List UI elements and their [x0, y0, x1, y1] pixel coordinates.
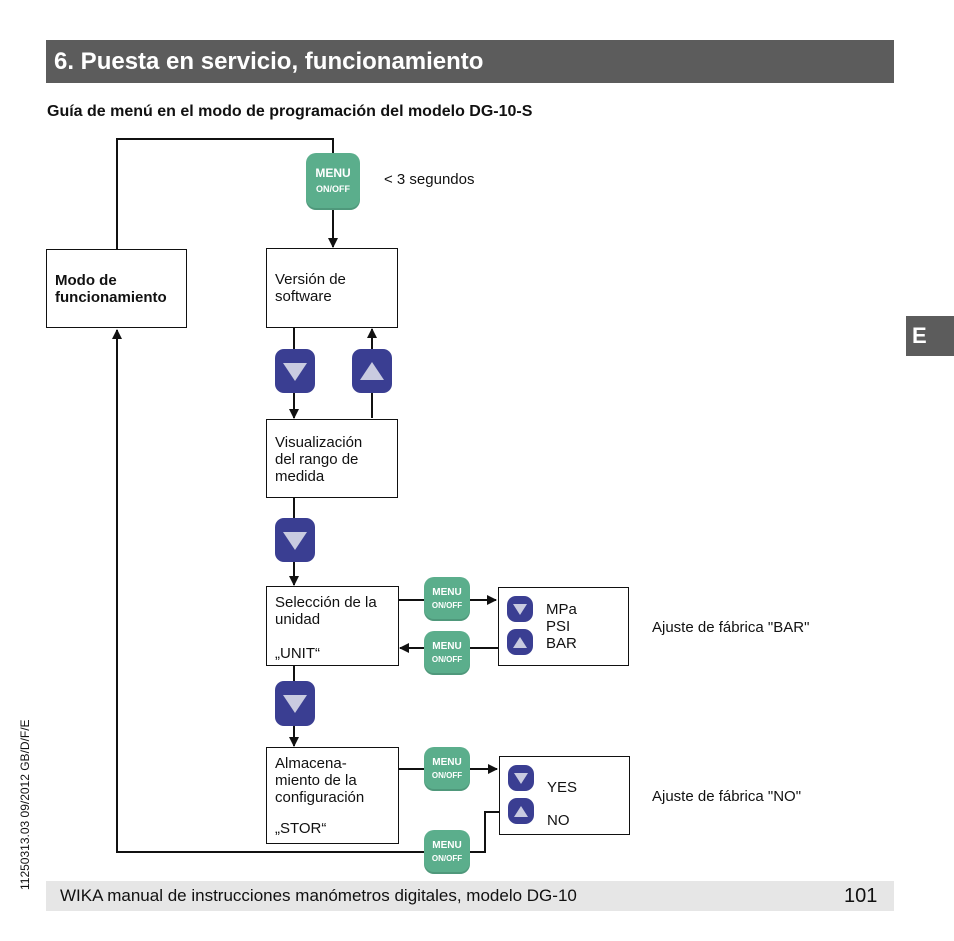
unit-box-line: Selección de la: [275, 594, 377, 611]
arrow-up-icon[interactable]: [352, 349, 392, 393]
page-subtitle: Guía de menú en el modo de programación …: [47, 103, 533, 120]
unit-option: BAR: [546, 635, 577, 652]
unit-box-line: „UNIT“: [275, 645, 320, 662]
onoff-label: ON/OFF: [431, 601, 463, 610]
unit-options-list: MPa PSI BAR: [546, 601, 577, 652]
software-box-line: software: [275, 288, 332, 305]
menu-onoff-button[interactable]: MENU ON/OFF: [424, 747, 470, 791]
store-options-box: YES NO: [499, 756, 630, 835]
menu-onoff-button[interactable]: MENU ON/OFF: [424, 631, 470, 675]
arrow-up-icon[interactable]: [507, 629, 533, 655]
store-box-line: Almacena-: [275, 755, 347, 772]
menu-label: MENU: [432, 757, 462, 768]
menu-label: MENU: [432, 641, 462, 652]
mode-box-line: Modo de: [55, 272, 117, 289]
onoff-label: ON/OFF: [316, 184, 350, 194]
range-box: Visualización del rango de medida: [266, 419, 398, 498]
store-box-line: miento de la: [275, 772, 357, 789]
mode-box-line: funcionamiento: [55, 289, 167, 306]
mode-box: Modo de funcionamiento: [46, 249, 187, 328]
arrow-down-icon[interactable]: [275, 681, 315, 726]
footer-text: WIKA manual de instrucciones manómetros …: [60, 886, 577, 905]
unit-options-box: MPa PSI BAR: [498, 587, 629, 666]
store-options-list: YES NO: [547, 771, 577, 837]
language-tab: E: [906, 316, 954, 356]
arrow-down-icon[interactable]: [275, 518, 315, 562]
store-option-yes: YES: [547, 779, 578, 796]
section-header: 6. Puesta en servicio, funcionamiento: [46, 40, 894, 83]
arrow-down-icon[interactable]: [275, 349, 315, 393]
store-option-no: NO: [547, 812, 570, 829]
store-box-line: „STOR“: [275, 820, 327, 837]
press-duration-note: < 3 segundos: [384, 171, 475, 188]
onoff-label: ON/OFF: [431, 655, 463, 664]
arrow-down-icon[interactable]: [508, 765, 534, 791]
arrow-down-icon[interactable]: [507, 596, 533, 622]
software-box-line: Versión de: [275, 271, 346, 288]
unit-option: PSI: [546, 618, 571, 635]
menu-onoff-button[interactable]: MENU ON/OFF: [306, 153, 360, 210]
document-code: 11250313.03 09/2012 GB/D/F/E: [18, 719, 32, 890]
menu-onoff-button[interactable]: MENU ON/OFF: [424, 577, 470, 621]
range-box-line: medida: [275, 468, 325, 485]
range-box-line: del rango de: [275, 451, 359, 468]
menu-label: MENU: [432, 587, 462, 598]
store-box: Almacena- miento de la configuración „ST…: [266, 747, 399, 844]
page-number: 101: [844, 885, 878, 907]
unit-option: MPa: [546, 601, 577, 618]
menu-label: MENU: [432, 840, 462, 851]
unit-box-line: unidad: [275, 611, 321, 628]
onoff-label: ON/OFF: [431, 771, 463, 780]
menu-onoff-button[interactable]: MENU ON/OFF: [424, 830, 470, 874]
range-box-line: Visualización: [275, 434, 363, 451]
factory-setting-unit: Ajuste de fábrica "BAR": [652, 619, 810, 636]
software-box: Versión de software: [266, 248, 398, 328]
factory-setting-store: Ajuste de fábrica "NO": [652, 788, 802, 805]
unit-box: Selección de la unidad „UNIT“: [266, 586, 399, 666]
onoff-label: ON/OFF: [431, 854, 463, 863]
store-box-line: configuración: [275, 789, 365, 806]
footer-bar: [46, 881, 894, 911]
arrow-up-icon[interactable]: [508, 798, 534, 824]
menu-label: MENU: [315, 166, 351, 180]
